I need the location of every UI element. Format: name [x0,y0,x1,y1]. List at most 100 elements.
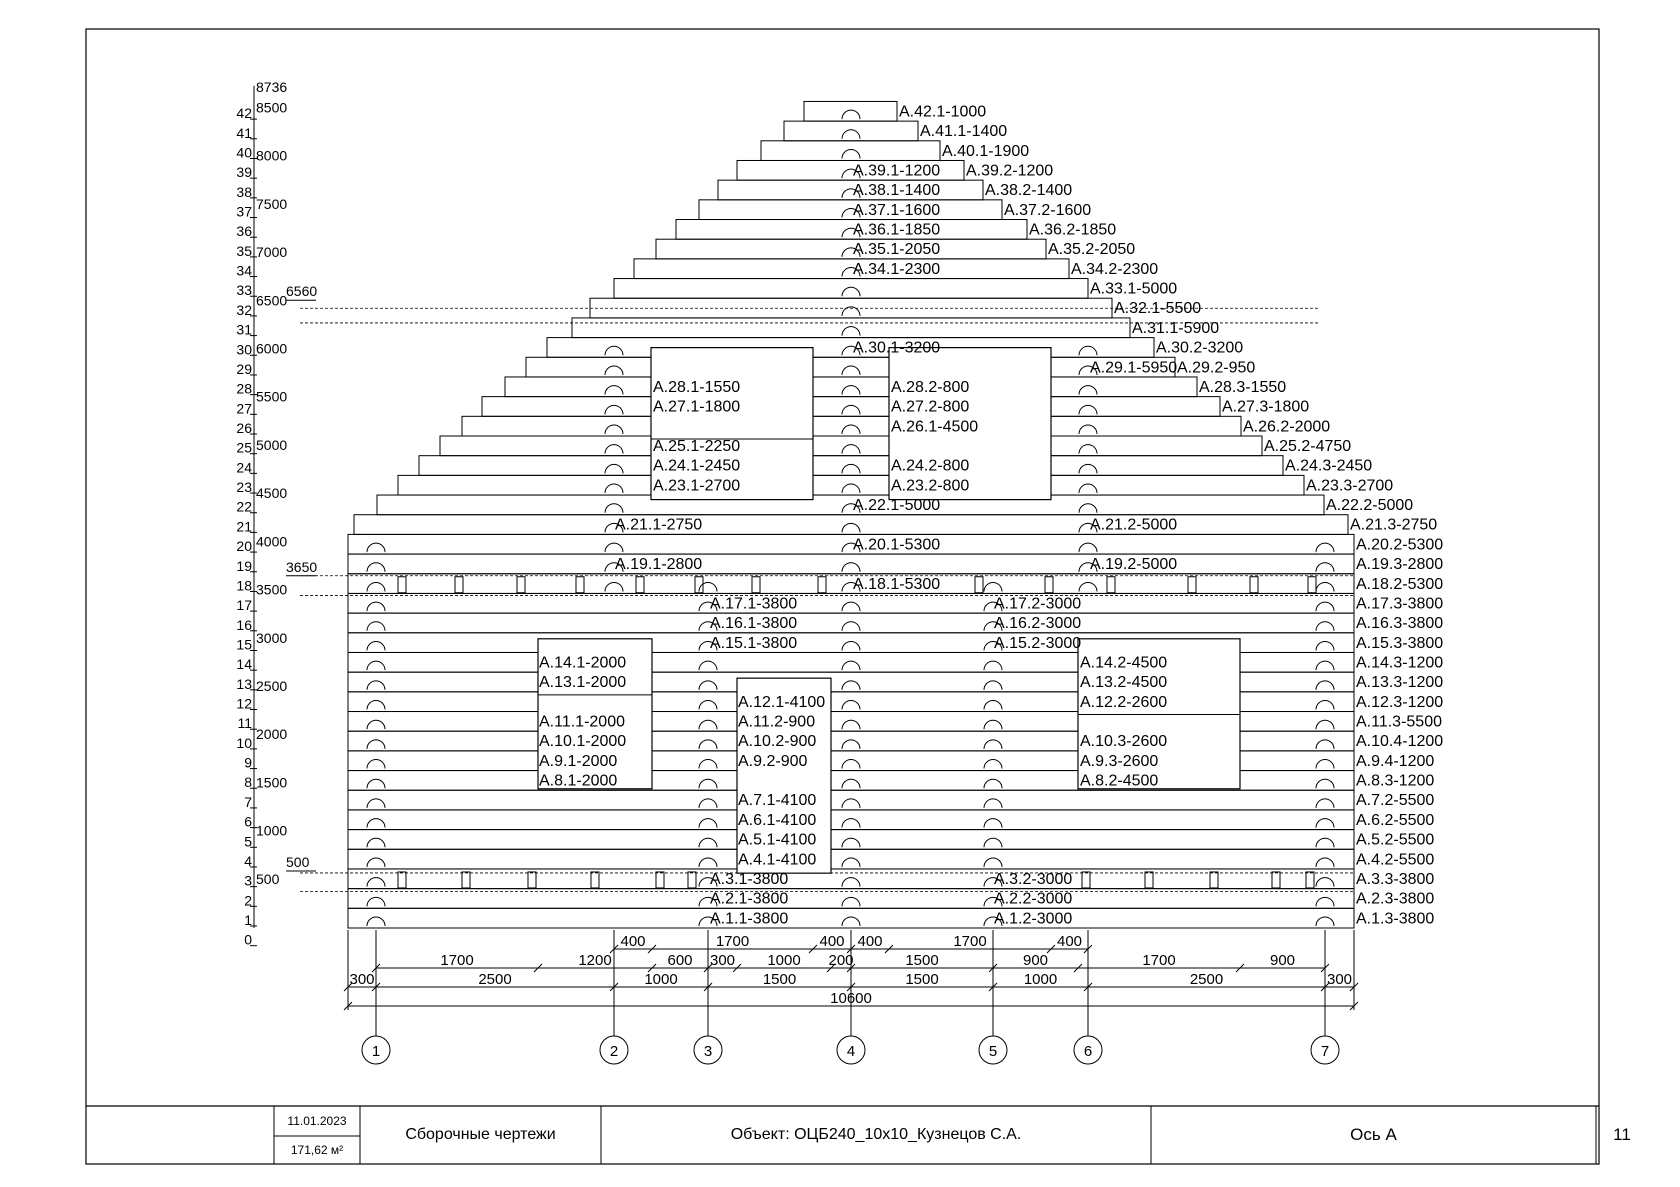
log-end-arc [841,542,861,553]
log-label: А.10.4-1200 [1356,733,1443,750]
scale-row-number: 31 [236,322,252,338]
gable-course [376,494,1325,516]
gable-course [655,238,1047,260]
log-end-arc [841,463,861,474]
log-label: А.10.1-2000 [539,733,626,750]
log-end-arc [841,778,861,789]
log-label: А.7.1-4100 [738,792,816,809]
scale-row-number: 21 [236,518,252,534]
log-label: А.34.2-2300 [1071,261,1158,278]
log-end-arc [841,759,861,769]
log-end-arc [366,601,386,612]
log-label: А.19.2-5000 [1090,556,1177,573]
dimension-tick [732,963,742,973]
log-label: А.15.1-3800 [710,635,797,652]
log-end-arc [366,857,386,867]
log-end-arc [698,896,718,907]
scale-row-number: 42 [236,105,252,121]
log-label: А.21.1-2750 [615,517,702,534]
axis-label: 1 [372,1043,380,1060]
log-end-arc [1315,581,1335,592]
gable-course [418,455,1284,476]
scale-mm-label: 2500 [256,678,287,694]
elevation-mark: 6560 [286,283,317,299]
log-end-arc [983,680,1003,690]
title-view: Ось А [1350,1125,1397,1144]
log-course [347,573,1355,594]
log-end-arc [983,818,1003,828]
scale-row-number: 1 [244,912,252,928]
scale-row-number: 24 [236,459,252,475]
dowel-pin [635,576,645,594]
gable-course [717,179,984,201]
log-label: А.1.3-3800 [1356,910,1434,927]
log-end-arc [698,621,718,631]
log-end-arc [841,522,861,533]
log-end-arc [1315,759,1335,769]
scale-row-number: 0 [244,932,252,948]
log-end-arc [983,896,1003,907]
dowel-pin [461,871,471,889]
log-label: А.14.3-1200 [1356,654,1443,671]
log-end-arc [841,798,861,808]
log-end-arc [698,916,718,927]
log-end-arc [366,640,386,651]
gable-course [613,278,1089,299]
log-end-arc [841,148,861,159]
log-end-arc [1315,700,1335,710]
dimension-tick [1046,944,1056,954]
log-end-arc [1315,877,1335,887]
log-label: А.1.2-3000 [994,910,1072,927]
gable-course [675,219,1028,240]
scale-row-number: 2 [244,892,252,908]
log-end-arc [698,818,718,828]
log-end-arc [983,798,1003,808]
sheet-frame [85,28,1600,1165]
dowel-pin [397,871,407,889]
scale-mm-label: 1500 [256,774,287,790]
log-end-arc [841,916,861,927]
scale-top-label: 8736 [256,79,287,95]
dimension-tick [647,944,657,954]
log-end-arc [604,542,624,553]
log-label: А.4.2-5500 [1356,851,1434,868]
scale-row-number: 19 [236,558,252,574]
gable-course [760,140,941,161]
log-end-arc [604,522,624,533]
log-label: А.22.1-5000 [853,497,940,514]
log-label: А.35.2-2050 [1048,241,1135,258]
log-label: А.29.2-950 [1177,359,1255,376]
log-label: А.19.1-2800 [615,556,702,573]
gable-course [397,474,1305,496]
log-end-arc [604,503,624,513]
log-end-arc [841,188,861,198]
log-end-arc [366,778,386,789]
log-end-arc [1078,581,1098,592]
axis-bubble [1310,1035,1340,1065]
log-label: А.2.3-3800 [1356,891,1434,908]
log-end-arc [841,483,861,494]
log-end-arc [1078,404,1098,415]
dimension-label: 1500 [905,952,938,969]
dimension-label: 1500 [763,971,796,988]
scale-row-number: 14 [236,656,252,672]
dimension-label: 400 [819,933,844,950]
log-course [347,809,1355,831]
scale-row-number: 16 [236,617,252,633]
log-end-arc [983,778,1003,789]
log-label: А.5.1-4100 [738,832,816,849]
log-end-arc [841,562,861,572]
scale-row-number: 7 [244,794,252,810]
log-label: А.34.1-2300 [853,261,940,278]
dowel-pin [1187,576,1197,594]
log-end-arc [841,326,861,336]
log-label: А.4.1-4100 [738,851,816,868]
log-end-arc [841,640,861,651]
dimension-tick [1235,963,1245,973]
log-label: А.27.3-1800 [1222,399,1309,416]
scale-row-number: 12 [236,696,252,712]
log-label: А.25.1-2250 [653,438,740,455]
log-label: А.28.2-800 [891,379,969,396]
scale-row-number: 33 [236,282,252,298]
gable-course [783,120,919,142]
